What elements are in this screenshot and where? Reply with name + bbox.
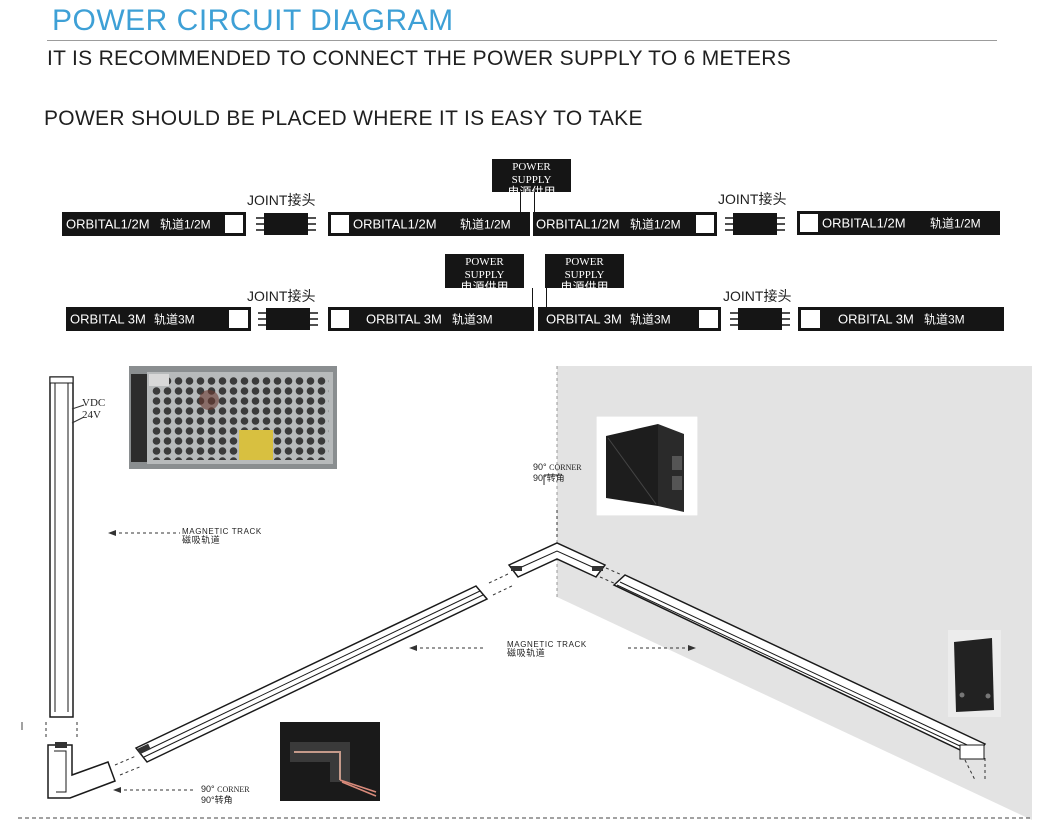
rail-label-en: ORBITAL1/2M bbox=[536, 216, 620, 232]
rail-label-cn: 轨道3M bbox=[630, 312, 671, 327]
bottom-corner-track bbox=[47, 742, 116, 799]
page-title: POWER CIRCUIT DIAGRAM bbox=[52, 4, 454, 37]
power-supply-wire bbox=[532, 288, 533, 307]
corner-label-bottom: 90° CORNER 90°转角 bbox=[201, 784, 250, 805]
rail-label-en: ORBITAL 3M bbox=[70, 311, 146, 327]
vdc-value-text: 24V bbox=[82, 409, 101, 421]
rail-label-en: ORBITAL 3M bbox=[366, 311, 442, 327]
row2-rail-4: ORBITAL 3M 轨道3M bbox=[798, 307, 1004, 331]
end-cap bbox=[330, 214, 350, 234]
power-supply-label-en: POWER SUPPLY bbox=[564, 256, 605, 281]
vdc-label: VDC 24V bbox=[82, 397, 105, 421]
subtitle-recommendation: IT IS RECOMMENDED TO CONNECT THE POWER S… bbox=[47, 47, 792, 70]
l-corner-photo bbox=[280, 722, 380, 801]
corner-en: CORNER bbox=[549, 463, 582, 472]
rail-label-cn: 轨道3M bbox=[452, 312, 493, 327]
power-supply-label-cn: 电源供用 bbox=[460, 280, 509, 295]
joint-label: JOINT接头 bbox=[247, 192, 316, 208]
corner-label-top: 90° CORNER 90°转角 bbox=[533, 462, 582, 483]
row1-rail-4: ORBITAL1/2M 轨道1/2M bbox=[797, 211, 1000, 235]
power-supply-label-cn: 电源供用 bbox=[560, 280, 609, 295]
rail-label-en: ORBITAL1/2M bbox=[353, 216, 437, 232]
rail-label-cn: 轨道1/2M bbox=[460, 217, 511, 232]
row2-rail-3: ORBITAL 3M 轨道3M bbox=[538, 307, 721, 331]
end-cap bbox=[800, 309, 821, 329]
power-supply-box: POWER SUPPLY 电源供用 bbox=[492, 159, 571, 199]
row1-rail-1: ORBITAL1/2M 轨道1/2M bbox=[62, 212, 246, 236]
rail-label-en: ORBITAL 3M bbox=[546, 311, 622, 327]
end-cap bbox=[695, 214, 715, 234]
rail-label-cn: 轨道1/2M bbox=[930, 216, 981, 231]
rail-label-cn: 轨道1/2M bbox=[630, 217, 681, 232]
magnetic-track-cn: 磁吸轨道 bbox=[507, 648, 546, 658]
joint-connector-icon bbox=[258, 308, 318, 330]
power-supply-label-en: POWER SUPPLY bbox=[511, 161, 552, 186]
row2-rail-2: ORBITAL 3M 轨道3M bbox=[328, 307, 534, 331]
magnetic-track-cn: 磁吸轨道 bbox=[182, 535, 221, 545]
power-supply-wire bbox=[520, 192, 521, 212]
title-divider bbox=[47, 40, 997, 41]
vdc-label-text: VDC bbox=[82, 397, 106, 409]
corner-degree: 90° bbox=[201, 784, 215, 794]
vertical-track bbox=[45, 376, 78, 740]
rail-label-en: ORBITAL1/2M bbox=[822, 215, 906, 231]
magnetic-track-label-center: MAGNETIC TRACK 磁吸轨道 bbox=[507, 640, 587, 658]
joint-label: JOINT接头 bbox=[718, 191, 787, 207]
power-supply-box: POWER SUPPLY 电源供用 bbox=[445, 254, 524, 294]
power-supply-photo bbox=[129, 366, 337, 469]
end-cap bbox=[799, 213, 819, 233]
magnetic-track-en: MAGNETIC TRACK bbox=[507, 640, 587, 649]
end-cap-photo bbox=[948, 630, 1001, 717]
rail-label-en: ORBITAL 3M bbox=[838, 311, 914, 327]
rail-label-cn: 轨道3M bbox=[924, 312, 965, 327]
end-cap bbox=[330, 309, 350, 329]
power-supply-label-cn: 电源供用 bbox=[507, 185, 556, 200]
end-cap bbox=[698, 309, 719, 329]
rail-label-cn: 轨道3M bbox=[154, 312, 195, 327]
joint-label: JOINT接头 bbox=[247, 288, 316, 304]
power-supply-box: POWER SUPPLY 电源供用 bbox=[545, 254, 624, 294]
end-cap bbox=[228, 309, 249, 329]
corner-cn: 90°转角 bbox=[533, 473, 565, 483]
corner-connector-photo bbox=[596, 416, 698, 516]
top-corner-track bbox=[507, 510, 607, 578]
power-supply-wire bbox=[534, 192, 535, 212]
magnetic-track-en: MAGNETIC TRACK bbox=[182, 527, 262, 536]
callout-arrows bbox=[108, 474, 696, 793]
rail-label-en: ORBITAL1/2M bbox=[66, 216, 150, 232]
joint-connector-icon bbox=[725, 213, 785, 235]
joint-connector-icon bbox=[730, 308, 790, 330]
magnetic-track-label-left: MAGNETIC TRACK 磁吸轨道 bbox=[182, 527, 262, 545]
row2-rail-1: ORBITAL 3M 轨道3M bbox=[66, 307, 251, 331]
subtitle-placement: POWER SHOULD BE PLACED WHERE IT IS EASY … bbox=[44, 107, 643, 130]
row1-rail-2: ORBITAL1/2M 轨道1/2M bbox=[328, 212, 530, 236]
rail-label-cn: 轨道1/2M bbox=[160, 217, 211, 232]
diagonal-track-right bbox=[599, 567, 987, 781]
corner-en: CORNER bbox=[217, 785, 250, 794]
diagonal-track-left bbox=[114, 573, 515, 776]
corner-degree: 90° bbox=[533, 462, 547, 472]
joint-label: JOINT接头 bbox=[723, 288, 792, 304]
power-supply-label-en: POWER SUPPLY bbox=[464, 256, 505, 281]
power-supply-wire bbox=[546, 288, 547, 307]
row1-rail-3: ORBITAL1/2M 轨道1/2M bbox=[533, 212, 717, 236]
vdc-pointer bbox=[71, 404, 85, 424]
end-cap bbox=[224, 214, 244, 234]
corner-cn: 90°转角 bbox=[201, 795, 233, 805]
joint-connector-icon bbox=[256, 213, 316, 235]
